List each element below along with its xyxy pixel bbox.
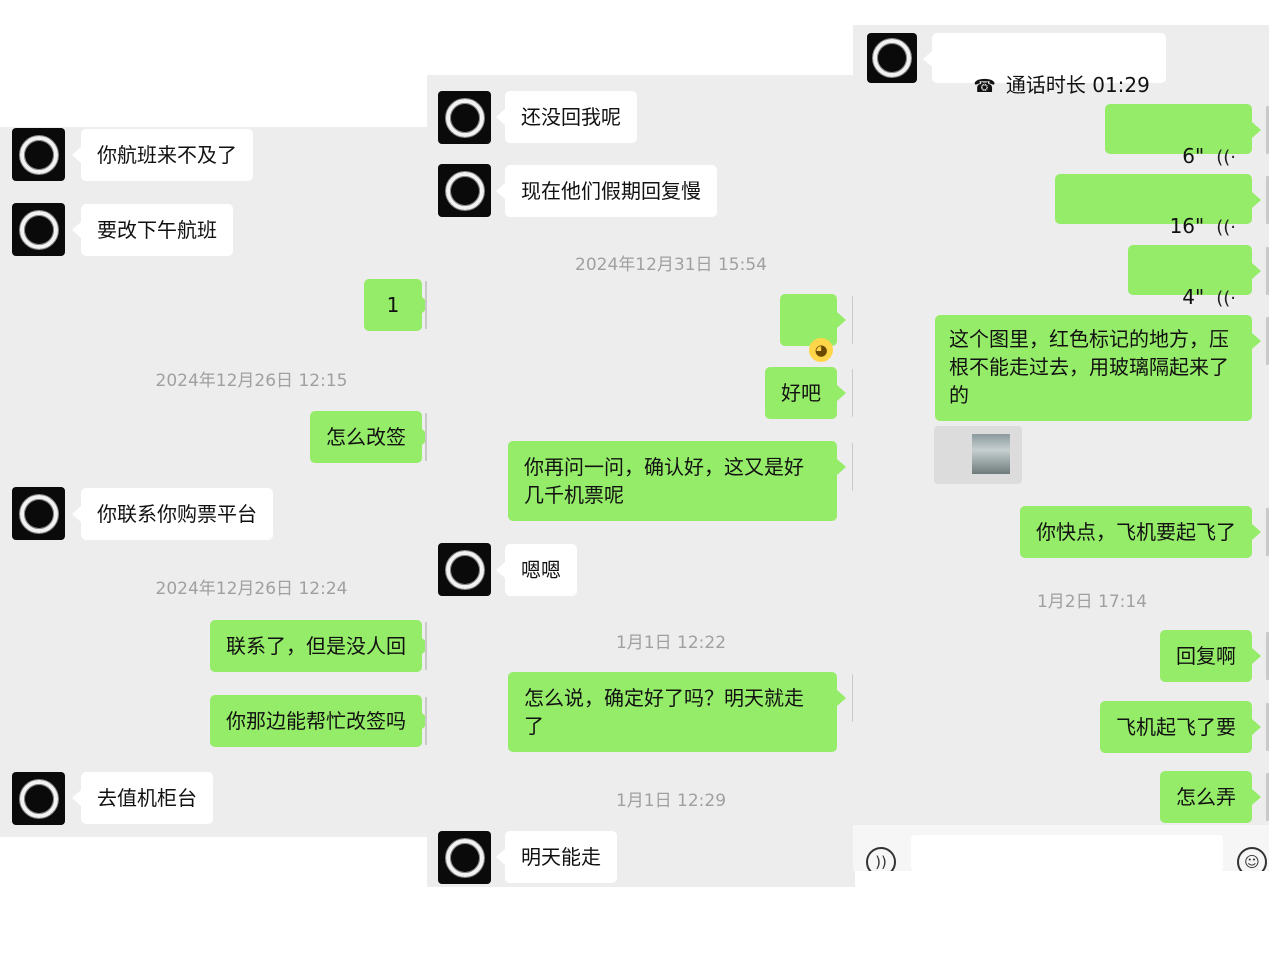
outgoing-message[interactable]: 1 [364,279,428,331]
chat-screenshot-1: 你航班来不及了 要改下午航班 1 2024年12月26日 12:15 怎么改签 … [0,127,428,837]
incoming-message[interactable]: 要改下午航班 [72,204,233,256]
avatar-ring-icon [445,171,484,210]
timestamp: 2024年12月26日 12:24 [155,579,348,599]
incoming-message[interactable]: 明天能走 [496,831,617,883]
input-bar: )) ☺ [853,825,1269,871]
outgoing-message[interactable]: 联系了，但是没人回 [210,620,428,672]
photo-preview [972,434,1010,474]
outgoing-message[interactable]: 回复啊 [1160,630,1261,682]
voice-message[interactable]: 16" ((· [1055,174,1261,238]
image-message-thumbnail[interactable] [934,426,1022,484]
contact-avatar[interactable] [12,128,65,181]
incoming-message[interactable]: 嗯嗯 [496,544,577,596]
outgoing-message[interactable]: ◕ [780,294,846,362]
self-avatar-edge [425,413,428,461]
voice-duration: 4" [1182,285,1205,309]
contact-avatar[interactable] [12,203,65,256]
voice-duration: 16" [1169,214,1205,238]
outgoing-message[interactable]: 这个图里，红色标记的地方，压根不能走过去，用玻璃隔起来了的 [935,315,1261,421]
outgoing-message[interactable]: 飞机起飞了要 [1100,701,1261,753]
voice-input-icon[interactable]: )) [866,847,896,871]
self-avatar-edge [1266,247,1269,295]
outgoing-message[interactable]: 怎么弄 [1160,771,1261,823]
call-record-message[interactable]: ☎ 通话时长 01:29 [923,33,1166,97]
self-avatar-edge [1266,176,1269,224]
contact-avatar[interactable] [438,831,491,884]
avatar-ring-icon [19,210,58,249]
timestamp: 1月1日 12:29 [615,791,727,811]
chat-screenshot-2: 还没回我呢 现在他们假期回复慢 2024年12月31日 15:54 ◕ 好吧 你… [427,75,855,887]
avatar-ring-icon [445,550,484,589]
voice-message[interactable]: 6" ((· [1105,104,1261,168]
timestamp: 2024年12月26日 12:15 [155,371,348,391]
call-duration-text: 通话时长 01:29 [1005,73,1150,97]
avatar-ring-icon [445,98,484,137]
timestamp: 2024年12月31日 15:54 [575,255,767,275]
self-avatar-edge [1266,632,1269,680]
avatar-ring-icon [19,494,58,533]
outgoing-message[interactable]: 你再问一问，确认好，这又是好几千机票呢 [508,441,846,521]
self-avatar-edge [1266,317,1269,365]
self-avatar-edge [1266,508,1269,556]
contact-avatar[interactable] [867,33,917,83]
outgoing-message[interactable]: 你快点，飞机要起飞了 [1020,506,1261,558]
contact-avatar[interactable] [12,487,65,540]
voice-wave-icon: ((· [1216,288,1236,309]
phone-hangup-icon: ☎ [973,76,996,97]
self-avatar-edge [425,281,428,329]
contact-avatar[interactable] [438,543,491,596]
outgoing-message[interactable]: 怎么说，确定好了吗？明天就走了 [508,672,846,752]
timestamp: 1月2日 17:14 [1036,592,1148,612]
avatar-ring-icon [19,779,58,818]
incoming-message[interactable]: 现在他们假期回复慢 [496,165,717,217]
incoming-message[interactable]: 你航班来不及了 [72,129,253,181]
incoming-message[interactable]: 还没回我呢 [496,91,637,143]
avatar-ring-icon [873,39,911,77]
contact-avatar[interactable] [438,164,491,217]
outgoing-message[interactable]: 好吧 [765,367,846,419]
avatar-ring-icon [19,135,58,174]
contact-avatar[interactable] [12,772,65,825]
message-input[interactable] [911,835,1223,871]
outgoing-message[interactable]: 你那边能帮忙改签吗 [210,695,428,747]
self-avatar-edge [425,697,428,745]
incoming-message[interactable]: 去值机柜台 [72,772,213,824]
voice-message[interactable]: 4" ((· [1128,245,1261,309]
self-avatar-edge [425,622,428,670]
contact-avatar[interactable] [438,91,491,144]
emoji-icon[interactable]: ☺ [1237,847,1267,871]
self-avatar-edge [1266,703,1269,751]
pleading-face-emoji: ◕ [809,338,834,362]
outgoing-message[interactable]: 怎么改签 [310,411,428,463]
timestamp: 1月1日 12:22 [615,633,727,653]
voice-wave-icon: ((· [1216,217,1236,238]
self-avatar-edge [1266,106,1269,154]
chat-screenshot-3: ☎ 通话时长 01:29 6" ((· 16" ((· 4" ((· 这个图里，红色标记… [853,25,1269,871]
voice-wave-icon: ((· [1216,147,1236,168]
self-avatar-edge [1266,773,1269,821]
voice-duration: 6" [1182,144,1205,168]
incoming-message[interactable]: 你联系你购票平台 [72,488,273,540]
avatar-ring-icon [445,838,484,877]
